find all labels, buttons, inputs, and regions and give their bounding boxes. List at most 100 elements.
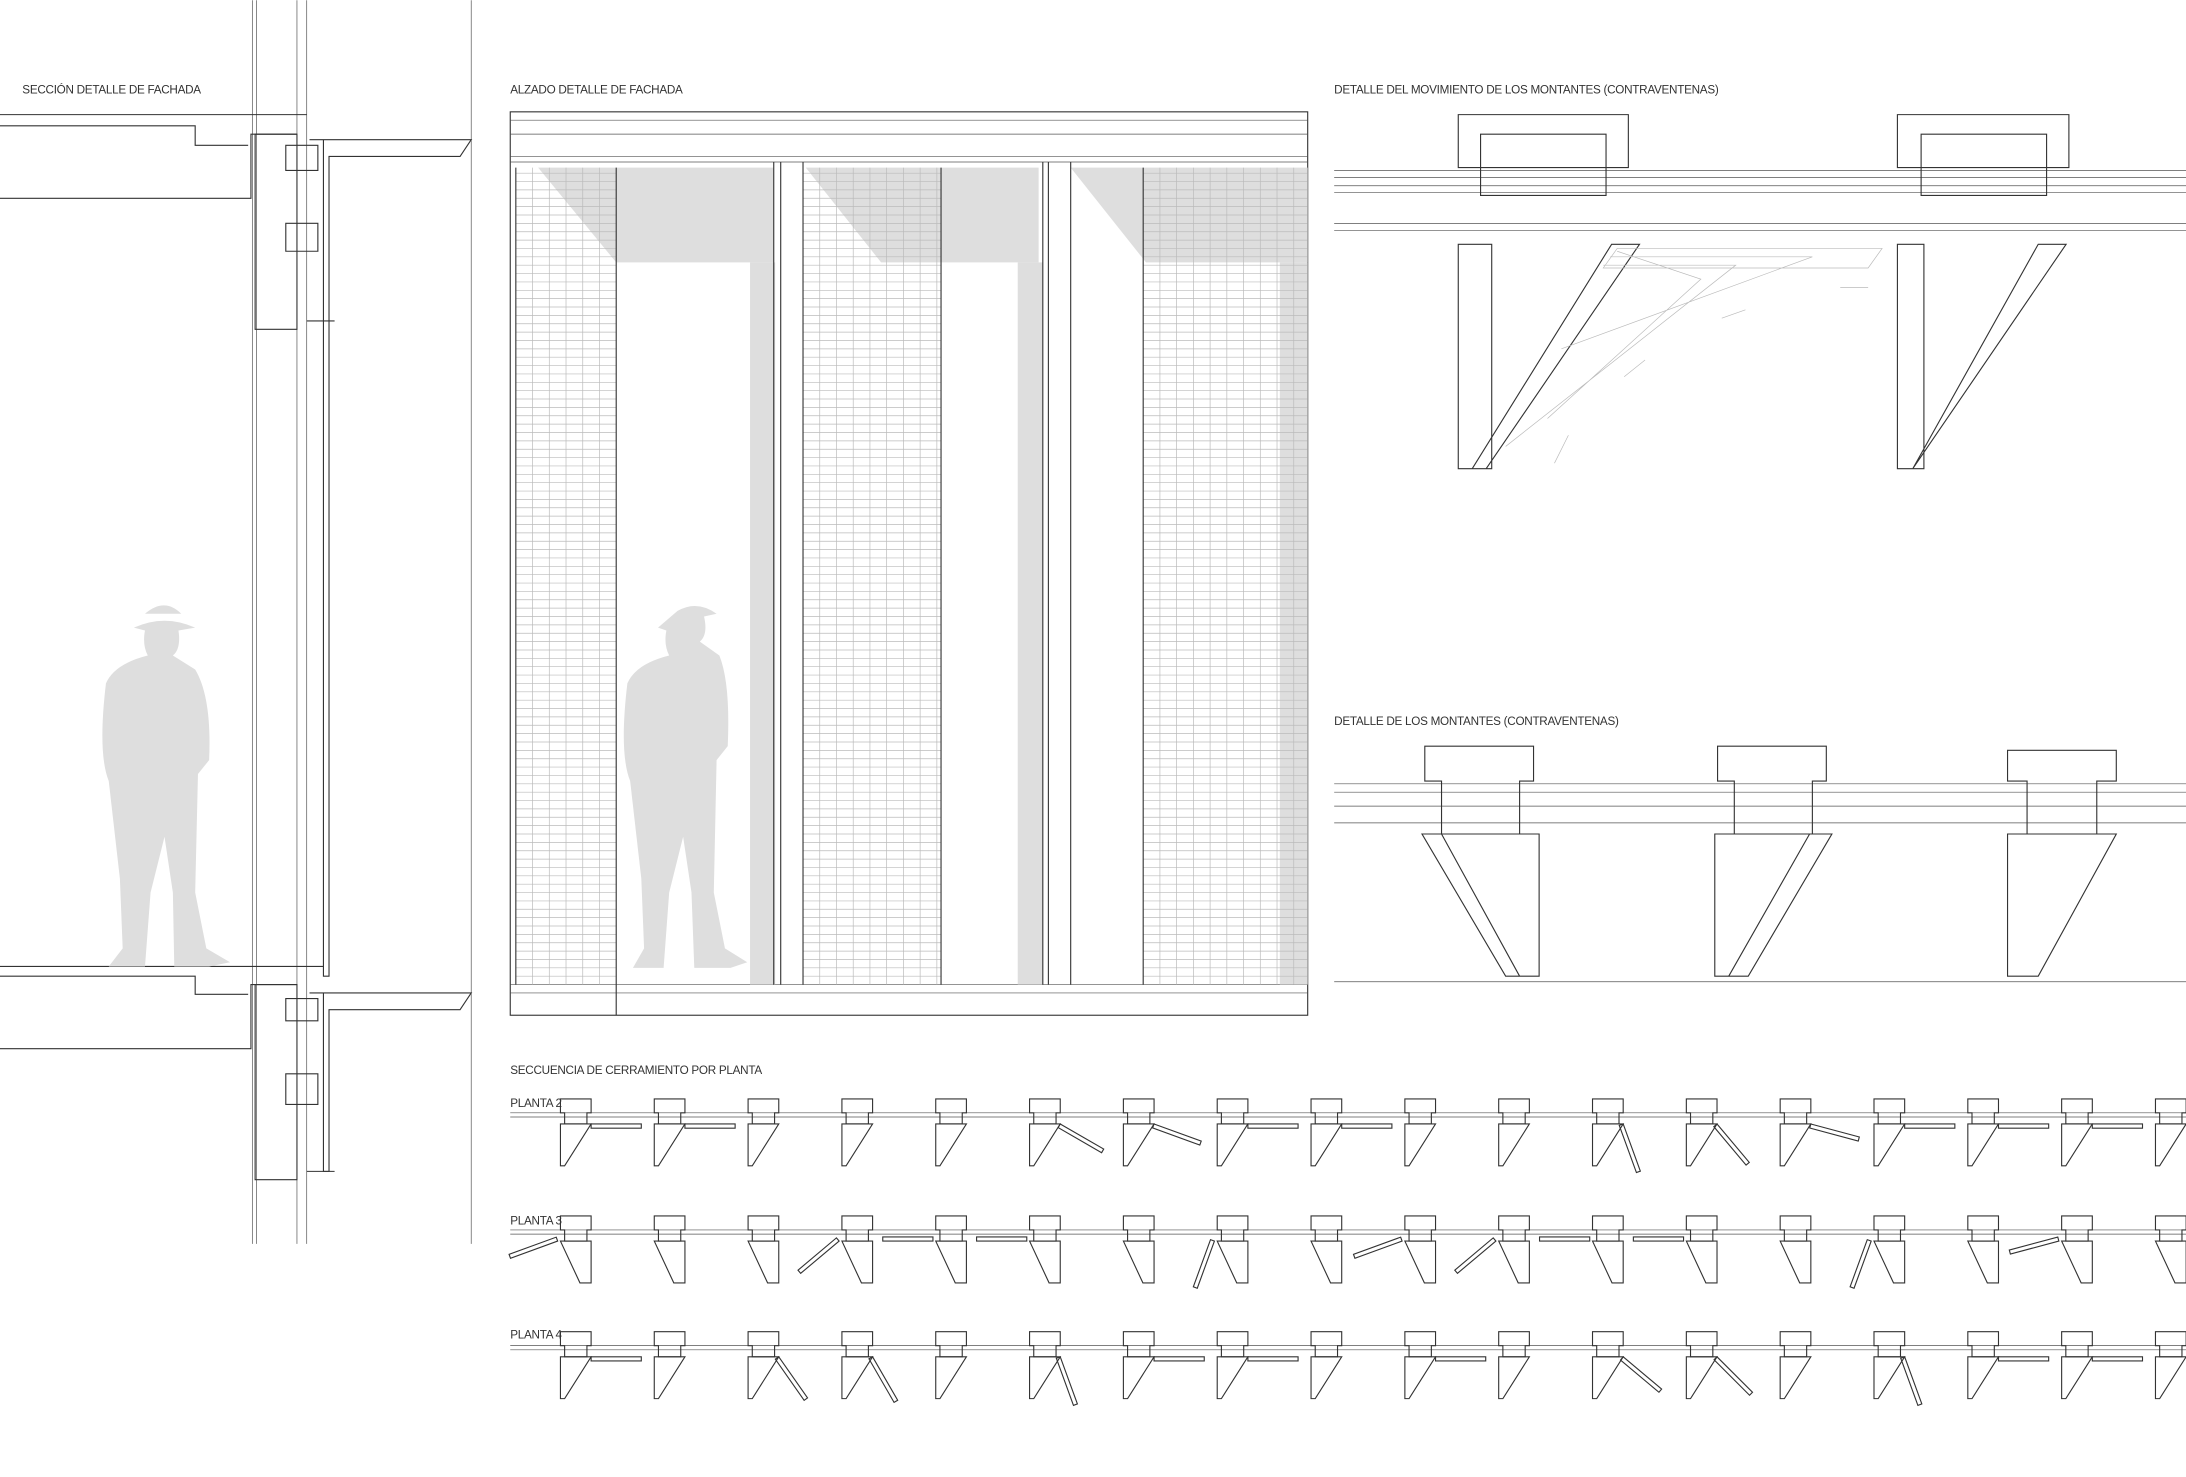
mullion-unit	[1538, 1215, 1624, 1284]
mullion-unit	[1966, 1215, 2000, 1284]
shutter-panel	[1055, 1356, 1079, 1407]
mullion-unit	[653, 1215, 686, 1284]
mullion-unit	[1591, 1098, 1642, 1174]
shutter-panel	[2091, 1123, 2144, 1129]
mullion-unit	[1310, 1215, 1343, 1284]
mullion-unit	[747, 1215, 780, 1284]
shutter-panel	[1151, 1123, 1202, 1146]
shutter-panel	[684, 1123, 736, 1129]
mullion-unit	[1685, 1098, 1751, 1167]
mullion-unit	[1192, 1215, 1249, 1289]
mullion-unit	[2061, 1098, 2144, 1167]
mullion-unit	[1122, 1331, 1205, 1400]
section-title: SECCIÓN DETALLE DE FACHADA	[22, 84, 201, 97]
mullion-unit	[1498, 1331, 1531, 1400]
mullion-unit	[935, 1331, 968, 1400]
shutter-panel	[1713, 1123, 1751, 1166]
shutter-panel	[1619, 1356, 1663, 1394]
sequence-row-planta-4: PLANTA 4	[510, 1329, 2186, 1407]
shutter-panel	[1247, 1356, 1299, 1362]
mullion-unit	[1310, 1098, 1393, 1167]
shutter-panel	[1904, 1123, 1956, 1129]
shutter-panel	[590, 1356, 642, 1362]
mullion-unit	[976, 1215, 1061, 1284]
mullion-unit	[2154, 1331, 2186, 1400]
sequence-row-planta-2: PLANTA 2	[510, 1097, 2186, 1174]
shutter-panel	[1997, 1356, 2050, 1362]
shutter-panel	[868, 1356, 899, 1404]
mullion-unit	[1779, 1098, 1860, 1167]
shutter-panel	[1057, 1123, 1105, 1154]
shutter-panel	[774, 1356, 809, 1402]
sequence-row-planta-3: PLANTA 3	[508, 1214, 2186, 1289]
mullion-unit	[841, 1098, 874, 1167]
mullion-detail	[1334, 745, 2186, 983]
closure-sequence: PLANTA 2 PLANTA 3 PLANTA 4	[508, 1097, 2186, 1407]
mullion-unit	[1453, 1215, 1530, 1284]
shutter-panel	[1997, 1123, 2050, 1129]
shutter-panel	[1618, 1123, 1642, 1174]
person-silhouette	[102, 605, 231, 967]
shutter-panel	[2091, 1356, 2144, 1362]
elevation-title: ALZADO DETALLE DE FACHADA	[510, 84, 683, 97]
mullion-movement-detail	[1334, 114, 2186, 470]
shutter-panel	[1434, 1356, 1487, 1362]
shutter-panel	[1632, 1236, 1685, 1242]
mullion-unit	[653, 1331, 686, 1400]
shutter-panel	[1849, 1238, 1872, 1289]
mullion-unit	[1122, 1215, 1155, 1284]
shutter-panel	[1153, 1356, 1205, 1362]
mullion-unit	[747, 1098, 780, 1167]
mullion-unit	[2154, 1098, 2186, 1167]
mullion-unit	[1591, 1331, 1663, 1400]
mullion-unit	[841, 1331, 899, 1404]
row-label: PLANTA 2	[510, 1097, 562, 1110]
mullion-unit	[2154, 1215, 2186, 1284]
mullion-unit	[1873, 1331, 1923, 1407]
shutter-panel	[797, 1237, 840, 1275]
mullion-unit	[1404, 1331, 1487, 1400]
mullion-unit	[1967, 1331, 2050, 1400]
mullion-unit	[882, 1215, 967, 1284]
mullion-unit	[1967, 1098, 2050, 1167]
mullion-unit	[1216, 1331, 1299, 1400]
shutter-panel	[1341, 1123, 1393, 1129]
movement-detail-title: DETALLE DEL MOVIMIENTO DE LOS MONTANTES …	[1334, 84, 1719, 97]
mullion-unit	[797, 1215, 874, 1284]
mullion-unit	[1122, 1098, 1202, 1167]
row-label: PLANTA 3	[510, 1214, 562, 1227]
shutter-panel	[1247, 1123, 1299, 1129]
mullion-unit	[559, 1331, 642, 1400]
mullion-unit	[1352, 1215, 1437, 1284]
mullion-unit	[1498, 1098, 1531, 1167]
shutter-panel	[1352, 1236, 1403, 1259]
mullion-unit	[935, 1098, 968, 1167]
mullion-unit	[1404, 1098, 1437, 1167]
mullion-detail-title: DETALLE DE LOS MONTANTES (CONTRAVENTENAS…	[1334, 715, 1619, 728]
shutter-panel	[1900, 1356, 1923, 1407]
mullion-unit	[2008, 1215, 2093, 1284]
facade-section-drawing	[0, 0, 473, 1244]
mullion-unit	[1685, 1331, 1754, 1400]
mullion-unit	[508, 1215, 592, 1284]
mullion-unit	[2061, 1331, 2144, 1400]
shutter-panel	[1453, 1237, 1497, 1275]
shutter-panel	[1713, 1356, 1754, 1397]
shutter-panel	[508, 1236, 559, 1259]
mullion-unit	[559, 1098, 642, 1167]
sequence-title: SECCUENCIA DE CERRAMIENTO POR PLANTA	[510, 1064, 762, 1077]
mullion-unit	[1029, 1098, 1105, 1167]
row-label: PLANTA 4	[510, 1329, 562, 1342]
mullion-unit	[653, 1098, 736, 1167]
mullion-unit	[1310, 1331, 1343, 1400]
mullion-unit	[1029, 1331, 1079, 1407]
shutter-panel	[1192, 1238, 1216, 1289]
shutter-panel	[882, 1236, 934, 1242]
shutter-panel	[2008, 1236, 2060, 1255]
mullion-unit	[1779, 1331, 1812, 1400]
mullion-unit	[1873, 1098, 1956, 1167]
shutter-panel	[976, 1236, 1028, 1242]
mullion-unit	[1849, 1215, 1906, 1289]
mullion-unit	[1216, 1098, 1299, 1167]
